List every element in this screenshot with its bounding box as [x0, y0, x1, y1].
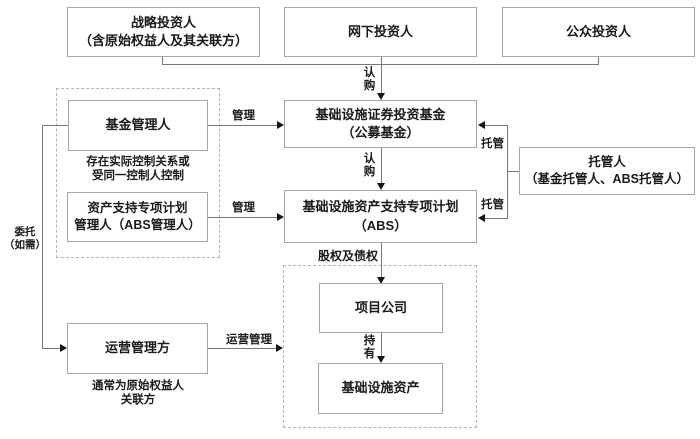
connector-strategic-drop [162, 56, 163, 65]
edge-label-subscribe-fund: 认购 [363, 153, 376, 179]
node-public-investors: 公众投资人 [502, 7, 695, 57]
node-label: （基金托管人、ABS托管人） [525, 172, 689, 186]
node-label: 资产支持专项计划 [87, 200, 188, 215]
node-infrastructure-asset: 基础设施资产 [318, 363, 443, 414]
edge-label-entrust: 委托 （如需） [1, 226, 49, 252]
arrowhead-manage-abs [277, 213, 284, 221]
node-label: 公众投资人 [565, 23, 631, 39]
connector-custody-fund [485, 125, 507, 126]
edge-label-operation-management: 运营管理 [226, 334, 272, 346]
arrowhead-into-fund [377, 93, 385, 100]
edge-label-hold: 持有 [363, 335, 376, 361]
connector-abs-to-project [381, 243, 382, 277]
node-label: 基金管理人 [105, 117, 171, 133]
node-label: 托管人 [588, 154, 626, 169]
edge-label-equity-and-debt: 股权及债权 [318, 249, 379, 263]
connector-custody-spine [507, 125, 508, 219]
arrowhead-entrust-operator [60, 344, 67, 352]
note-control-relation-line1: 存在实际控制关系或 [86, 156, 190, 168]
connector-entrust-arrowline [42, 348, 60, 349]
edge-label-manage-abs: 管理 [232, 202, 255, 214]
node-offline-investors: 网下投资人 [284, 7, 477, 57]
edge-label-custody-abs: 托管 [481, 199, 504, 211]
edge-label-custody-fund: 托管 [481, 138, 504, 150]
connector-fund-to-abs [381, 148, 382, 184]
edge-label-entrust-line2: （如需） [4, 239, 46, 252]
connector-operation-management [208, 348, 276, 349]
node-label: 基础设施资产支持专项计划 [302, 199, 459, 215]
node-label: 基础设施证券投资基金 [315, 106, 446, 122]
node-abs-plan: 基础设施资产支持专项计划 （ABS） [284, 190, 477, 243]
underlying-asset-group-outline [283, 265, 477, 428]
connector-entrust-spine [42, 125, 43, 349]
connector-manage-abs [208, 217, 277, 218]
arrowhead-into-project [377, 277, 385, 284]
note-operator-affiliation-line2: 关联方 [120, 394, 156, 407]
note-control-relation: 存在实际控制关系或 受同一控制人控制 [56, 155, 220, 184]
node-abs-manager: 资产支持专项计划 管理人（ABS管理人） [67, 192, 208, 242]
note-operator-affiliation-line1: 通常为原始权益人 [92, 380, 184, 392]
node-label: 网下投资人 [347, 23, 413, 39]
note-control-relation-line2: 受同一控制人控制 [92, 170, 184, 183]
node-operation-manager: 运营管理方 [67, 323, 208, 374]
node-label: （ABS） [353, 217, 408, 233]
edge-label-subscribe-investors: 认购 [363, 67, 376, 93]
connector-custodian-stub [507, 171, 519, 172]
arrowhead-manage-fund [277, 121, 284, 129]
node-label: 基础设施资产 [341, 380, 420, 396]
arrowhead-operation-management [276, 344, 283, 352]
node-custodian: 托管人 （基金托管人、ABS托管人） [519, 147, 695, 195]
node-strategic-investors: 战略投资人 （含原始权益人及其关联方） [67, 7, 260, 57]
edge-label-entrust-line1: 委托 [14, 226, 36, 238]
connector-entrust-stub [42, 125, 68, 126]
arrowhead-custody-fund [478, 121, 485, 129]
node-label: 战略投资人 [130, 14, 196, 30]
node-label: （含原始权益人及其关联方） [78, 33, 248, 48]
node-label: 运营管理方 [104, 340, 170, 356]
edge-label-manage-fund: 管理 [232, 110, 255, 122]
node-label: （公募基金） [341, 125, 420, 140]
node-fund-manager: 基金管理人 [68, 100, 208, 151]
connector-manage-fund [208, 125, 277, 126]
node-public-offering-fund: 基础设施证券投资基金 （公募基金） [284, 100, 477, 148]
arrowhead-custody-abs [478, 214, 485, 222]
connector-project-to-asset [381, 333, 382, 356]
node-label: 管理人（ABS管理人） [74, 218, 201, 232]
arrowhead-into-asset [377, 356, 385, 363]
manager-group-outline [56, 88, 220, 258]
connector-investors-bus [162, 64, 599, 65]
connector-public-drop [598, 56, 599, 65]
arrowhead-into-abs [377, 183, 385, 190]
node-label: 项目公司 [354, 299, 407, 315]
connector-custody-abs [485, 218, 507, 219]
connector-subscribe-fund [381, 56, 382, 94]
note-operator-affiliation: 通常为原始权益人 关联方 [56, 379, 220, 408]
node-project-company: 项目公司 [319, 283, 443, 333]
